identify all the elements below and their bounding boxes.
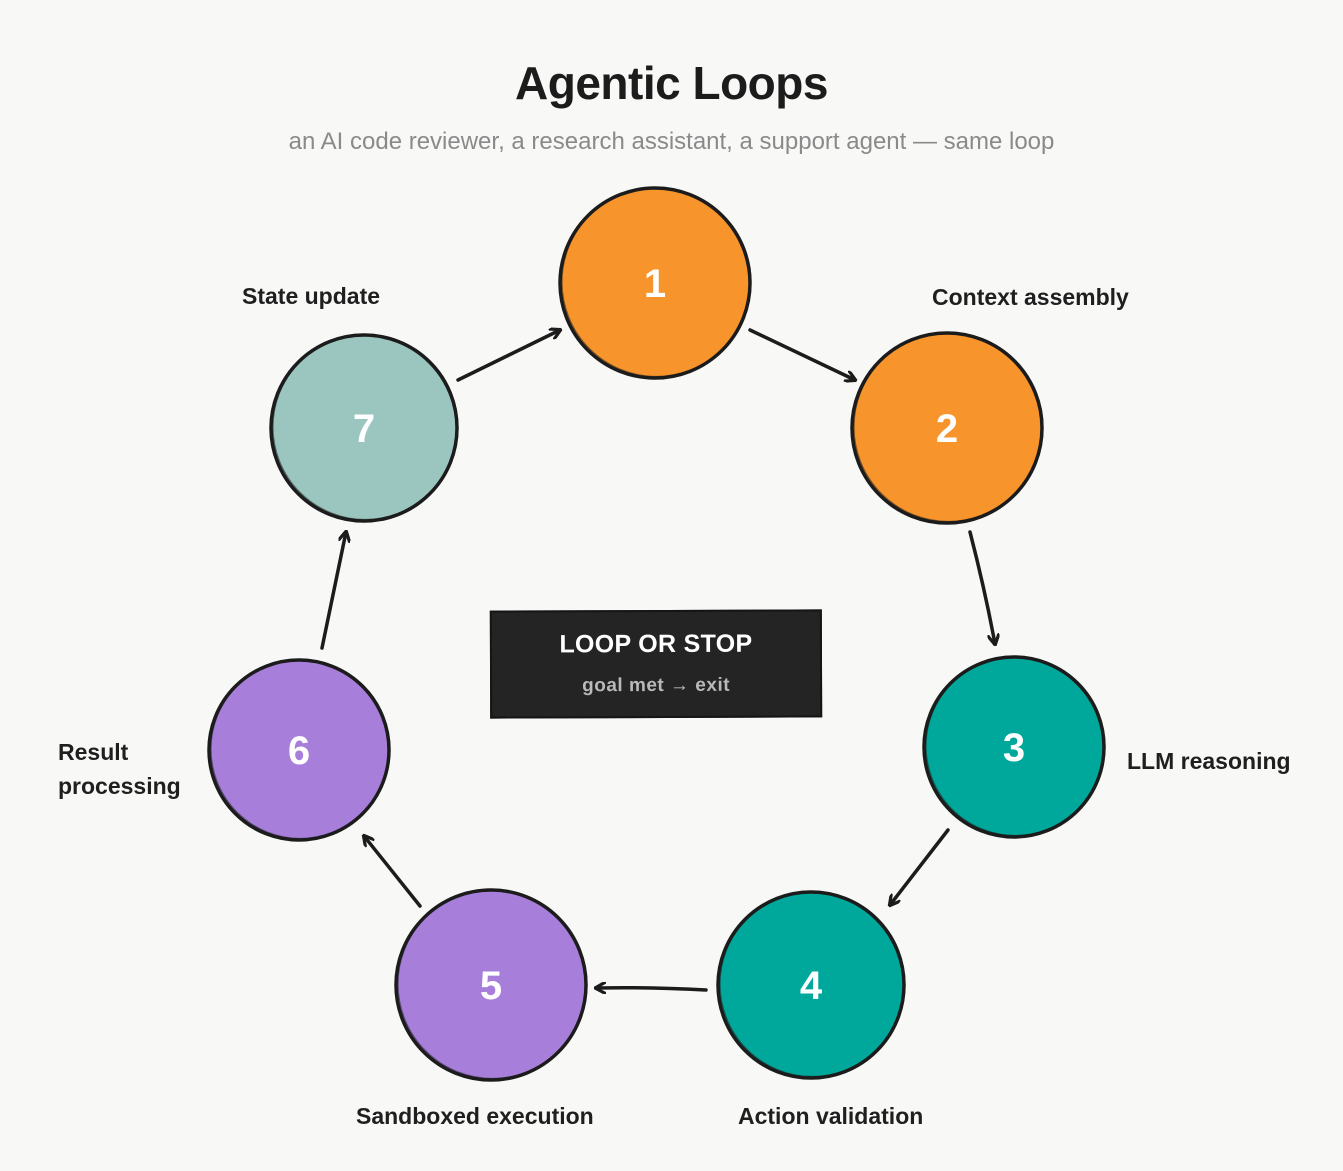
step-node-4: 4	[716, 890, 906, 1080]
step-circle-sketch-6	[210, 658, 391, 840]
step-node-6: 6	[207, 658, 391, 842]
step-label-result-processing-line-1: Result	[58, 739, 129, 765]
step-circle-sketch-3	[925, 655, 1106, 837]
step-number-1: 1	[644, 262, 666, 306]
step-number-2: 2	[936, 407, 958, 451]
arrow-2-to-3	[968, 530, 995, 644]
step-label-state-update: State update	[242, 283, 381, 309]
step-number-7: 7	[353, 407, 375, 451]
center-box-title: LOOP OR STOP	[559, 629, 753, 659]
step-circle-sketch-4	[719, 890, 906, 1078]
step-number-6: 6	[288, 729, 310, 773]
step-node-7: 7	[269, 333, 459, 523]
diagram-title: Agentic Loops	[515, 57, 828, 109]
arrow-7-to-1	[456, 330, 560, 382]
arrow-3-to-4	[890, 828, 950, 905]
diagram-subtitle: an AI code reviewer, a research assistan…	[288, 128, 1055, 155]
step-circle-sketch-1	[561, 186, 752, 378]
step-label-context-assembly: Context assembly	[932, 284, 1129, 310]
step-node-1: 1	[558, 186, 752, 380]
center-box-subtitle: goal met → exit	[582, 674, 731, 697]
arrow-4-to-5	[596, 988, 708, 990]
step-node-2: 2	[850, 331, 1044, 525]
arrow-6-to-7	[320, 532, 346, 650]
loop-or-stop-box: LOOP OR STOP goal met → exit	[489, 609, 823, 719]
step-number-5: 5	[480, 964, 502, 1008]
step-number-3: 3	[1003, 726, 1025, 770]
step-circle-sketch-5	[397, 888, 588, 1080]
step-node-3: 3	[922, 655, 1106, 839]
step-label-sandboxed-execution: Sandboxed execution	[356, 1103, 594, 1129]
step-circle-sketch-7	[272, 333, 459, 521]
step-label-llm-reasoning: LLM reasoning	[1127, 748, 1291, 774]
step-label-result-processing: Result processing	[58, 735, 181, 803]
step-node-5: 5	[394, 888, 588, 1082]
arrow-5-to-6	[364, 836, 422, 908]
step-circle-sketch-2	[853, 331, 1044, 523]
step-label-action-validation: Action validation	[738, 1103, 924, 1129]
step-number-4: 4	[800, 964, 823, 1008]
arrow-1-to-2	[748, 328, 855, 380]
step-label-result-processing-line-2: processing	[58, 773, 181, 799]
connector-arrows	[320, 328, 995, 990]
loop-nodes: 1 2 3 4 5 6 7	[207, 186, 1106, 1082]
